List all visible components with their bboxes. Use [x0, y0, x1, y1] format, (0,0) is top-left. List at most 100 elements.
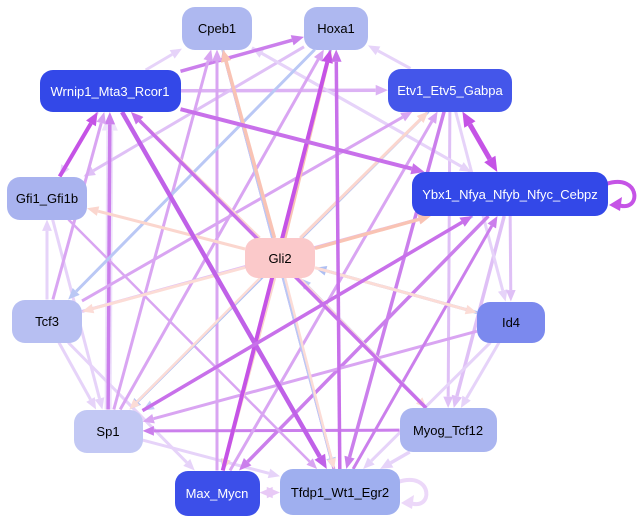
edge-arrowhead: [330, 49, 342, 62]
edge-gli2-ybx1: [314, 217, 420, 250]
edge-arrowhead: [203, 49, 213, 62]
node-max: Max_Mycn: [174, 470, 260, 516]
edge-wrnip1-tfdp1: [120, 110, 322, 458]
edge-arrowhead: [142, 413, 155, 424]
edge-ybx1-max: [246, 214, 490, 463]
edge-arrowhead: [94, 397, 105, 410]
edge-hoxa1-tcf3: [75, 48, 316, 293]
node-myog: Myog_Tcf12: [399, 408, 497, 452]
edge-cpeb1-ybx1: [251, 46, 462, 168]
edge-arrowhead: [82, 303, 95, 314]
edge-etv1-tfdp1: [347, 111, 446, 458]
edge-gfi1-wrnip1: [57, 122, 93, 178]
edge-arrowhead: [212, 49, 222, 61]
edge-ybx1-id4: [508, 215, 513, 291]
edge-arrowhead: [460, 395, 471, 408]
node-label: Tfdp1_Wt1_Egr2: [290, 484, 390, 500]
edge-tfdp1-ybx1: [351, 225, 494, 470]
edge-arrowhead: [86, 112, 98, 127]
edge-id4-myog: [465, 341, 501, 399]
edge-arrowhead: [443, 396, 454, 408]
edge-arrowhead: [609, 197, 622, 211]
edge-arrowhead: [130, 112, 144, 125]
node-label: Cpeb1: [197, 20, 237, 36]
edge-arrowhead: [313, 49, 324, 62]
edge-arrowhead: [327, 457, 336, 469]
self-loop-tfdp1: [397, 478, 429, 506]
edge-arrowhead: [344, 455, 355, 469]
edge-max-etv1: [228, 120, 434, 472]
edge-arrowhead: [400, 111, 413, 122]
edge-arrowhead: [129, 398, 140, 410]
edge-gli2-id4: [314, 266, 467, 311]
node-hoxa1: Hoxa1: [304, 6, 368, 50]
edge-arrowhead: [321, 49, 333, 64]
node-label: Id4: [501, 314, 521, 330]
edge-arrowhead: [183, 458, 195, 471]
edge-wrnip1-etv1: [180, 88, 376, 93]
edge-arrowhead: [458, 162, 472, 172]
node-label: Gfi1_Gfi1b: [15, 190, 79, 206]
edge-arrowhead: [239, 458, 252, 471]
node-ybx1: Ybx1_Nfya_Nfyb_Nfyc_Cebpz: [412, 172, 608, 216]
edge-arrowhead: [417, 214, 431, 225]
edge-wrnip1-ybx1: [180, 107, 413, 171]
edge-gli2-etv1: [299, 118, 422, 240]
node-label: Max_Mycn: [185, 485, 249, 501]
edge-arrowhead: [497, 289, 508, 302]
edge-tcf3-sp1: [57, 341, 92, 401]
node-wrnip1: Wrnip1_Mta3_Rcor1: [39, 70, 181, 112]
edge-arrowhead: [416, 111, 429, 123]
node-cpeb1: Cpeb1: [182, 6, 252, 50]
edge-sp1-cpeb1: [112, 60, 210, 410]
edge-arrowhead: [87, 206, 100, 216]
edge-arrowhead: [86, 397, 97, 410]
edge-arrowhead: [459, 216, 473, 227]
node-gli2: Gli2: [245, 238, 315, 278]
node-etv1: Etv1_Etv5_Gabpa: [388, 68, 512, 112]
edge-arrowhead: [505, 290, 516, 302]
edge-wrnip1-hoxa1: [180, 38, 293, 74]
edge-gli2-tcf3: [92, 266, 246, 311]
edge-tcf3-etv1: [81, 115, 404, 303]
edge-myog-tfdp1: [389, 450, 411, 465]
edge-id4-tfdp1: [370, 341, 492, 463]
edge-sp1-ybx1: [141, 220, 463, 413]
edge-arrowhead: [314, 453, 327, 469]
edge-sp1-hoxa1: [118, 58, 320, 411]
edge-arrowhead: [464, 304, 477, 315]
edge-arrowhead: [451, 394, 463, 408]
edge-arrowhead: [368, 45, 381, 56]
edge-arrowhead: [363, 457, 375, 469]
edge-arrowhead: [401, 495, 414, 509]
node-label: Hoxa1: [317, 20, 355, 36]
node-label: Tcf3: [35, 313, 59, 329]
edge-arrowhead: [68, 287, 80, 300]
edge-arrowhead: [410, 163, 425, 175]
node-id4: Id4: [477, 301, 545, 343]
edge-arrowhead: [104, 112, 116, 125]
edge-gli2-sp1: [135, 277, 262, 403]
edge-arrowhead: [142, 425, 154, 436]
edge-arrowhead: [462, 111, 476, 128]
edge-wrnip1-cpeb1: [144, 53, 173, 72]
edge-gli2-gfi1: [97, 209, 246, 251]
edge-hoxa1-gfi1: [92, 45, 305, 173]
node-label: Ybx1_Nfya_Nfyb_Nfyc_Cebpz: [422, 186, 598, 202]
node-label: Gli2: [268, 250, 292, 266]
edge-etv1-ybx1: [467, 123, 492, 161]
node-gfi1: Gfi1_Gfi1b: [7, 176, 87, 220]
edge-sp1-tfdp1: [142, 438, 270, 475]
edge-sp1-wrnip1: [106, 124, 112, 410]
node-tfdp1: Tfdp1_Wt1_Egr2: [280, 469, 400, 515]
edge-arrowhead: [267, 468, 280, 479]
edge-arrowhead: [375, 84, 388, 96]
node-label: Sp1: [96, 423, 120, 439]
edge-etv1-hoxa1: [377, 49, 412, 70]
edge-arrowhead: [427, 111, 438, 124]
edge-gli2-cpeb1: [224, 60, 277, 239]
node-tcf3: Tcf3: [12, 299, 82, 343]
edge-arrowhead: [380, 458, 394, 469]
